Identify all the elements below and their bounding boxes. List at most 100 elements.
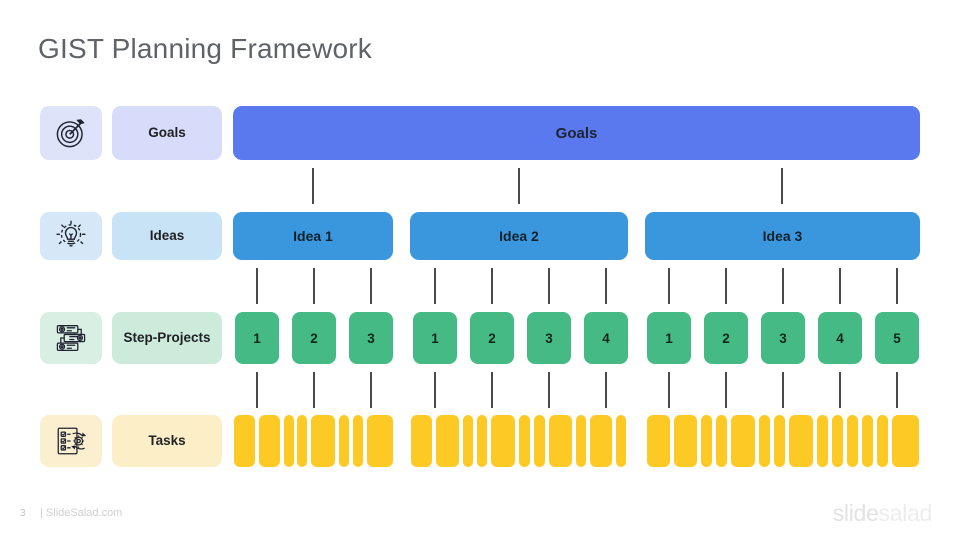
task-bar[interactable] — [367, 415, 393, 467]
step-box[interactable]: 1 — [235, 312, 279, 364]
target-icon — [40, 106, 102, 160]
task-bar[interactable] — [701, 415, 712, 467]
connector-line — [256, 268, 258, 304]
step-box[interactable]: 4 — [584, 312, 628, 364]
task-bar[interactable] — [534, 415, 545, 467]
task-bar[interactable] — [411, 415, 432, 467]
step-box[interactable]: 4 — [818, 312, 862, 364]
step-box-label: 2 — [722, 330, 730, 346]
connector-line — [370, 372, 372, 408]
idea-bar-label: Idea 3 — [762, 228, 803, 244]
step-box-label: 3 — [545, 330, 553, 346]
step-box-label: 1 — [431, 330, 439, 346]
task-bar[interactable] — [789, 415, 813, 467]
connector-line — [312, 168, 314, 204]
task-bar[interactable] — [353, 415, 363, 467]
page-title: GIST Planning Framework — [38, 33, 372, 64]
task-bar[interactable] — [647, 415, 670, 467]
task-bar[interactable] — [877, 415, 888, 467]
connector-line — [548, 268, 550, 304]
idea-bar-label: Idea 2 — [499, 228, 539, 244]
step-box-label: 5 — [893, 330, 901, 346]
idea-bar-3[interactable]: Idea 3 — [645, 212, 920, 260]
idea-bar-label: Idea 1 — [293, 228, 333, 244]
step-box[interactable]: 1 — [647, 312, 691, 364]
step-box-label: 1 — [253, 330, 261, 346]
task-bar[interactable] — [832, 415, 843, 467]
task-bar[interactable] — [576, 415, 586, 467]
connector-line — [313, 372, 315, 408]
task-bar[interactable] — [616, 415, 626, 467]
row-step-projects: Step- Projects 1 2 3 1 2 3 4 1 2 3 4 5 — [0, 312, 960, 364]
step-box[interactable]: 2 — [704, 312, 748, 364]
connector-line — [782, 268, 784, 304]
step-box-label: 3 — [779, 330, 787, 346]
step-box-label: 2 — [488, 330, 496, 346]
idea-bar-2[interactable]: Idea 2 — [410, 212, 628, 260]
task-bar[interactable] — [759, 415, 770, 467]
connector-line — [839, 372, 841, 408]
label-line-2: Projects — [157, 329, 211, 345]
task-bar[interactable] — [862, 415, 873, 467]
connector-line — [725, 268, 727, 304]
task-bar[interactable] — [491, 415, 515, 467]
task-bar[interactable] — [774, 415, 785, 467]
process-list-gear-icon — [40, 312, 102, 364]
footer-page-number: 3 — [20, 508, 26, 519]
goals-bar-label: Goals — [555, 124, 598, 142]
step-box[interactable]: 2 — [470, 312, 514, 364]
task-bar[interactable] — [284, 415, 294, 467]
task-bar[interactable] — [817, 415, 828, 467]
row-ideas: Ideas Idea 1 Idea 2 Idea 3 — [0, 212, 960, 260]
slidesalad-logo: slidesalad — [832, 500, 933, 527]
task-bar[interactable] — [339, 415, 349, 467]
step-box[interactable]: 5 — [875, 312, 919, 364]
step-box-label: 1 — [665, 330, 673, 346]
connector-line — [782, 372, 784, 408]
step-box-label: 3 — [367, 330, 375, 346]
step-box[interactable]: 1 — [413, 312, 457, 364]
connector-line — [896, 268, 898, 304]
connector-line — [839, 268, 841, 304]
connector-line — [313, 268, 315, 304]
lightbulb-gear-icon — [40, 212, 102, 260]
connector-line — [668, 268, 670, 304]
task-bar[interactable] — [549, 415, 572, 467]
task-bar[interactable] — [259, 415, 280, 467]
step-box[interactable]: 3 — [349, 312, 393, 364]
step-box[interactable]: 3 — [761, 312, 805, 364]
step-box-label: 4 — [836, 330, 844, 346]
task-bar[interactable] — [892, 415, 919, 467]
step-box-label: 2 — [310, 330, 318, 346]
connector-line — [725, 372, 727, 408]
connector-line — [370, 268, 372, 304]
connector-line — [491, 268, 493, 304]
connector-line — [781, 168, 783, 204]
step-box[interactable]: 3 — [527, 312, 571, 364]
footer-site-label: | SlideSalad.com — [40, 507, 123, 519]
step-box[interactable]: 2 — [292, 312, 336, 364]
idea-bar-1[interactable]: Idea 1 — [233, 212, 393, 260]
task-bar[interactable] — [311, 415, 335, 467]
task-bar[interactable] — [463, 415, 473, 467]
goals-bar[interactable]: Goals — [233, 106, 920, 160]
row-label-tasks: Tasks — [112, 415, 222, 467]
task-bar[interactable] — [716, 415, 727, 467]
connector-line — [605, 268, 607, 304]
task-bar[interactable] — [731, 415, 755, 467]
task-bar[interactable] — [590, 415, 612, 467]
logo-part-slide: slide — [832, 500, 879, 526]
connector-line — [256, 372, 258, 408]
task-bar[interactable] — [436, 415, 459, 467]
task-bar[interactable] — [519, 415, 530, 467]
task-bar[interactable] — [477, 415, 487, 467]
task-bar[interactable] — [674, 415, 697, 467]
connector-line — [605, 372, 607, 408]
task-bar[interactable] — [234, 415, 255, 467]
connector-line — [434, 372, 436, 408]
task-bar[interactable] — [847, 415, 858, 467]
label-line-1: Step- — [123, 329, 158, 345]
task-bar[interactable] — [297, 415, 307, 467]
checklist-gear-icon — [40, 415, 102, 467]
